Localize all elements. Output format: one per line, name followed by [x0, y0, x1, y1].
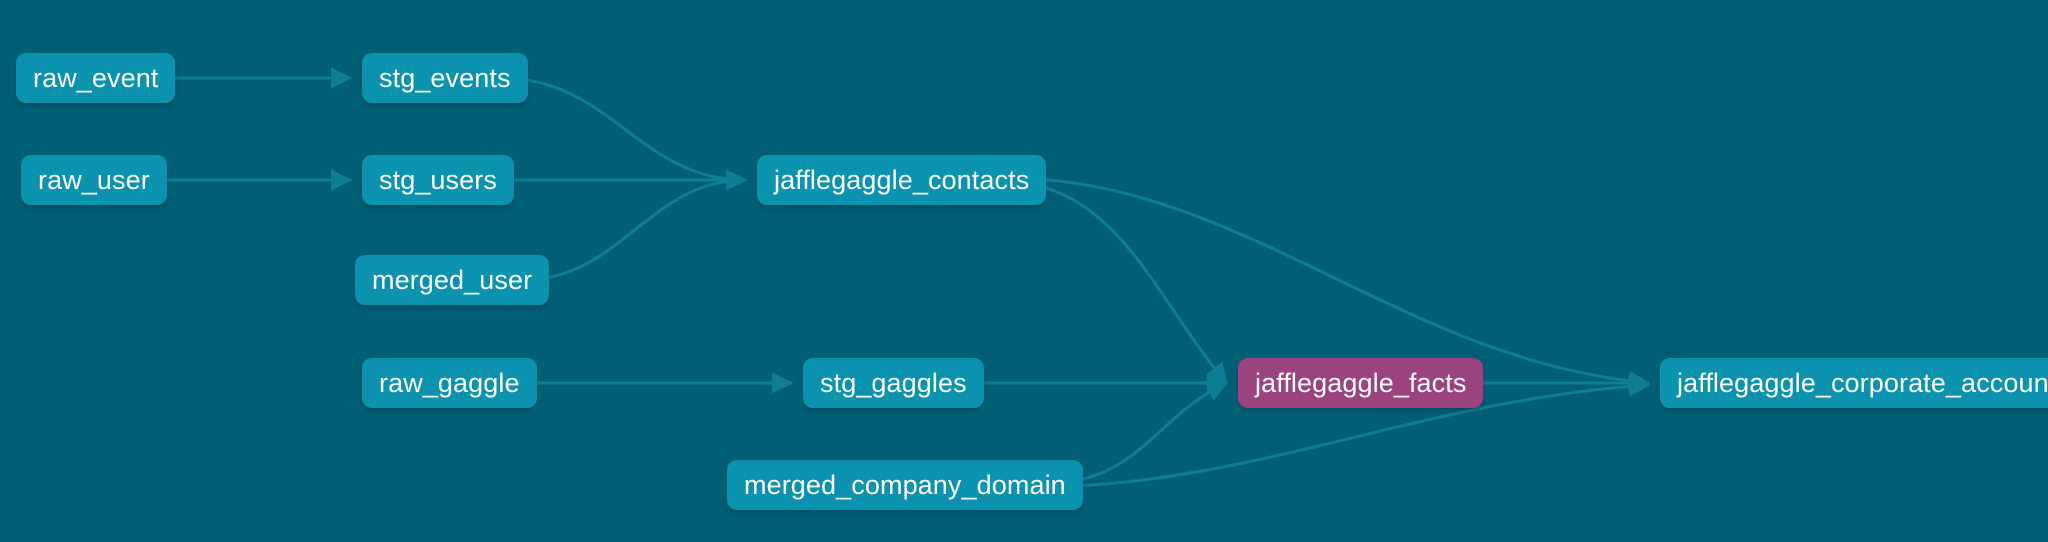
node-label: jafflegaggle_corporate_accounts: [1677, 367, 2048, 398]
edge-jafflegaggle_contacts-to-jafflegaggle_facts: [1005, 178, 1228, 385]
node-stg_gaggles[interactable]: stg_gaggles: [803, 358, 984, 408]
edge-stg_events-to-jafflegaggle_contacts: [500, 76, 748, 191]
node-label: raw_gaggle: [379, 367, 520, 398]
edge-merged_user-to-jafflegaggle_contacts: [521, 169, 748, 282]
edge-jafflegaggle_contacts-to-jafflegaggle_corporate_accounts: [1005, 176, 1651, 392]
node-label: merged_user: [372, 264, 533, 295]
node-jafflegaggle_contacts[interactable]: jafflegaggle_contacts: [757, 155, 1047, 205]
node-label: stg_users: [379, 164, 497, 195]
node-label: raw_event: [33, 62, 159, 93]
node-raw_gaggle[interactable]: raw_gaggle: [362, 358, 537, 408]
node-jafflegaggle_facts[interactable]: jafflegaggle_facts: [1238, 358, 1484, 408]
node-label: stg_gaggles: [820, 367, 967, 398]
node-stg_events[interactable]: stg_events: [362, 53, 528, 103]
node-label: raw_user: [38, 164, 150, 195]
node-label: jafflegaggle_facts: [1255, 367, 1467, 398]
node-label: merged_company_domain: [744, 469, 1066, 500]
node-jafflegaggle_corporate_accounts[interactable]: jafflegaggle_corporate_accounts: [1660, 358, 2048, 408]
node-merged_company_domain[interactable]: merged_company_domain: [727, 460, 1083, 510]
node-raw_event[interactable]: raw_event: [16, 53, 176, 103]
node-raw_user[interactable]: raw_user: [21, 155, 167, 205]
node-merged_user[interactable]: merged_user: [355, 255, 550, 305]
node-label: jafflegaggle_contacts: [774, 164, 1030, 195]
node-stg_users[interactable]: stg_users: [362, 155, 514, 205]
node-label: stg_events: [379, 62, 511, 93]
